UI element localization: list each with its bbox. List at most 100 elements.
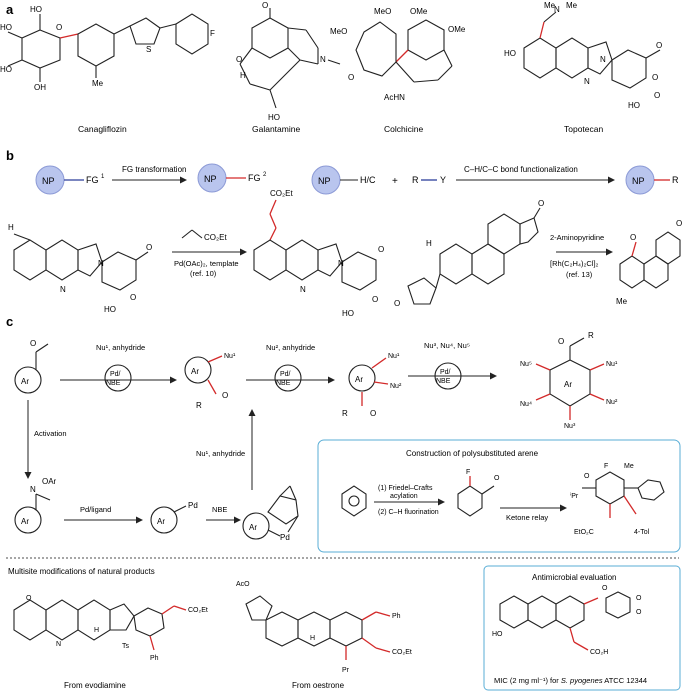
svg-text:O: O xyxy=(636,595,642,602)
svg-text:HO: HO xyxy=(628,101,640,110)
label-canagliflozin: Canagliflozin xyxy=(78,124,127,134)
plus-sign: + xyxy=(392,176,398,187)
y-label: Y xyxy=(440,175,446,185)
svg-text:MeO: MeO xyxy=(374,7,391,16)
polysubstituted-arene-box xyxy=(317,439,681,553)
svg-text:R: R xyxy=(588,331,594,340)
svg-text:Nu²: Nu² xyxy=(606,399,618,406)
svg-text:O: O xyxy=(394,299,400,308)
antimicrobial-box xyxy=(483,565,681,691)
svg-text:Nu¹: Nu¹ xyxy=(388,353,400,360)
svg-text:Ar: Ar xyxy=(355,375,363,384)
palladacycle: Ar Pd xyxy=(242,485,299,542)
colchicine-structure: OMe MeO OMe MeO O AcHN xyxy=(330,7,466,102)
svg-text:N: N xyxy=(320,55,326,64)
rxn1-ref: (ref. 10) xyxy=(190,269,217,278)
svg-text:HO: HO xyxy=(504,49,516,58)
rxn1-conditions: Pd(OAc)₂, template xyxy=(174,259,239,268)
svg-text:Ar: Ar xyxy=(21,517,29,526)
rxn2-reagent2: [Rh(C₂H₄)₂Cl]₂ xyxy=(550,259,599,268)
mic-text: MIC (2 mg ml⁻¹) for S. pyogenes ATCC 123… xyxy=(494,676,647,685)
svg-text:N: N xyxy=(98,259,104,268)
svg-text:Me: Me xyxy=(616,297,628,306)
svg-text:O: O xyxy=(656,41,662,50)
label-oestrone: From oestrone xyxy=(292,681,345,690)
fg2-sup: 2 xyxy=(263,172,267,178)
svg-text:O: O xyxy=(130,293,136,302)
fg1-sup: 1 xyxy=(101,174,105,180)
step2-label: Nu², anhydride xyxy=(266,343,315,352)
svg-text:HO: HO xyxy=(342,309,354,318)
svg-text:Ar: Ar xyxy=(564,380,572,389)
intermediate-2: Ar Nu¹ Nu² R O xyxy=(342,353,402,418)
svg-text:O: O xyxy=(538,199,544,208)
svg-text:O: O xyxy=(654,91,660,100)
svg-text:OH: OH xyxy=(34,83,46,92)
svg-text:S: S xyxy=(146,45,151,54)
svg-text:O: O xyxy=(262,1,268,10)
label-colchicine: Colchicine xyxy=(384,124,423,134)
svg-text:H: H xyxy=(426,239,432,248)
acrylate-reagent: CO₂Et xyxy=(181,229,227,242)
ketone-relay-label: Ketone relay xyxy=(506,513,548,522)
svg-text:O: O xyxy=(630,233,636,242)
svg-text:N: N xyxy=(600,55,606,64)
svg-text:N: N xyxy=(338,259,344,268)
svg-text:H: H xyxy=(8,223,14,232)
box-title: Construction of polysubstituted arene xyxy=(406,449,539,458)
svg-text:O: O xyxy=(236,55,242,64)
svg-text:N: N xyxy=(60,285,66,294)
svg-text:F: F xyxy=(604,463,608,470)
svg-text:O: O xyxy=(222,391,228,400)
svg-text:AcO: AcO xyxy=(236,581,250,588)
panel-a-letter: a xyxy=(6,2,14,17)
svg-text:O: O xyxy=(652,73,658,82)
svg-text:4-Tol: 4-Tol xyxy=(634,529,650,536)
fg2-label: FG xyxy=(248,173,261,183)
benzene-start xyxy=(341,485,367,517)
svg-text:O: O xyxy=(558,337,564,346)
svg-text:OMe: OMe xyxy=(410,7,428,16)
step2-cycle-pd: Pd/ xyxy=(280,371,291,378)
svg-text:HO: HO xyxy=(0,65,12,74)
svg-text:Nu¹: Nu¹ xyxy=(224,353,236,360)
step2-cycle-nbe: NBE xyxy=(276,380,291,387)
svg-text:Ar: Ar xyxy=(249,523,257,532)
svg-text:HO: HO xyxy=(268,113,280,122)
svg-text:O: O xyxy=(348,73,354,82)
oxime-ether: Ar N OAr xyxy=(14,477,57,534)
svg-text:Nu³: Nu³ xyxy=(564,423,576,430)
ch-cc-label: C–H/C–C bond functionalization xyxy=(464,165,578,174)
step3-label: Nu³, Nu⁴, Nu⁵ xyxy=(424,341,470,350)
svg-text:Nu¹: Nu¹ xyxy=(606,361,618,368)
np-label-1: NP xyxy=(42,176,55,186)
svg-text:CO₂Et: CO₂Et xyxy=(188,607,208,614)
fluoroacetophenone: F O xyxy=(457,469,500,517)
label-galantamine: Galantamine xyxy=(252,124,300,134)
svg-text:Pd: Pd xyxy=(280,533,290,542)
fg1-label: FG xyxy=(86,175,99,185)
np-label-2: NP xyxy=(204,174,217,184)
svg-text:H: H xyxy=(94,627,99,634)
nbe-label: NBE xyxy=(212,505,227,514)
svg-text:Nu⁴: Nu⁴ xyxy=(520,401,532,408)
svg-text:H: H xyxy=(240,71,246,80)
svg-text:Ph: Ph xyxy=(150,655,159,662)
svg-text:O: O xyxy=(146,243,152,252)
svg-text:F: F xyxy=(210,29,215,38)
camptothecin-structure: H O N N HO O xyxy=(8,223,152,314)
box-cond2: (2) C–H fluorination xyxy=(378,509,439,516)
svg-text:MeO: MeO xyxy=(330,27,347,36)
step2-catalytic-cycle xyxy=(274,364,302,392)
label-evodiamine: From evodiamine xyxy=(64,681,126,690)
rxn2-ref: (ref. 13) xyxy=(566,270,593,279)
box-cond1b: acylation xyxy=(390,493,418,500)
camptothecin-product: CO₂Et O N N HO O xyxy=(253,189,384,318)
antimicrobial-compound: O O O CO₂H HO xyxy=(492,585,642,656)
svg-text:Ph: Ph xyxy=(392,613,401,620)
fg-transformation-label: FG transformation xyxy=(122,165,186,174)
np-label-4: NP xyxy=(632,176,645,186)
svg-text:HO: HO xyxy=(492,631,503,638)
steroid-product: O O Me xyxy=(616,219,682,306)
multisite-title: Multisite modifications of natural produ… xyxy=(8,567,155,576)
